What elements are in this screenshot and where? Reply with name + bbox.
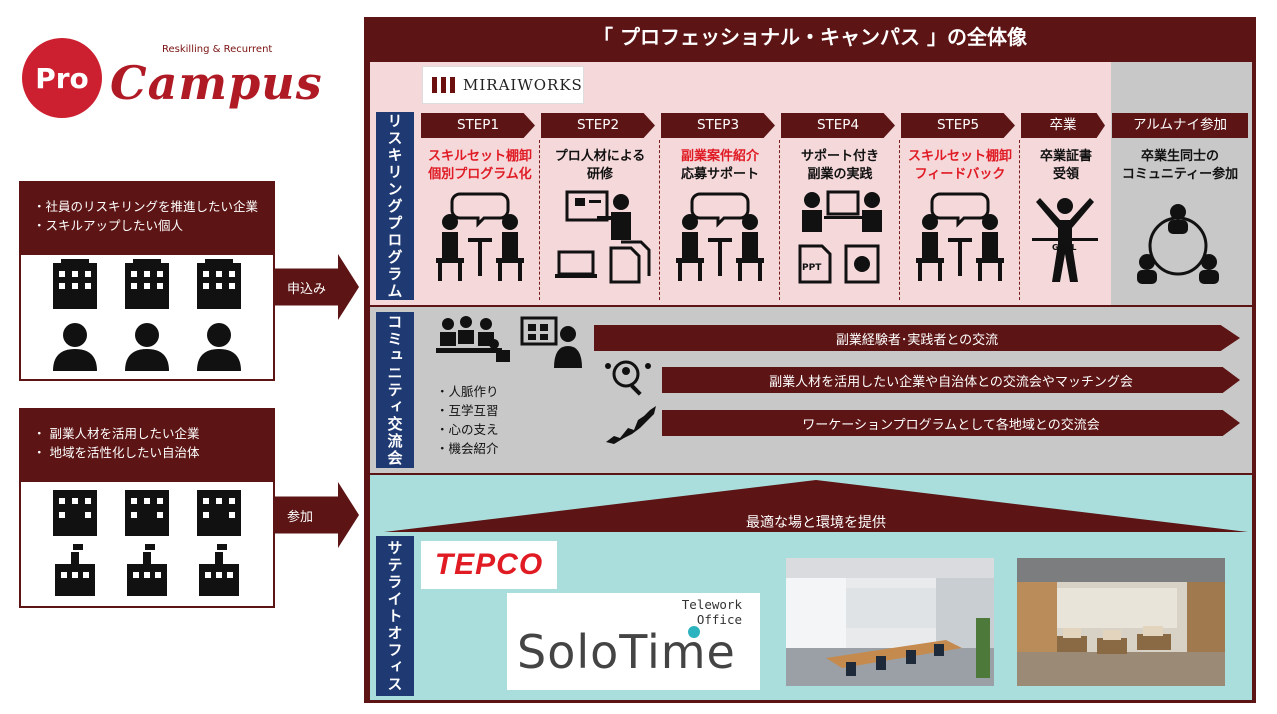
search-matching-icon bbox=[605, 360, 656, 444]
person-icon bbox=[197, 323, 241, 371]
company-municipality-icons bbox=[53, 490, 241, 596]
applicant-box: ・社員のリスキリングを推進したい企業 ・スキルアップしたい個人 bbox=[19, 181, 275, 381]
step-divider bbox=[779, 140, 780, 300]
online-meeting-icon bbox=[520, 316, 582, 368]
tepco-logo: TEPCO bbox=[421, 541, 557, 589]
reskilling-program-label: リスキリングプログラム bbox=[376, 112, 414, 300]
person-icon bbox=[53, 323, 97, 371]
consultation-icon bbox=[676, 192, 764, 281]
logo-wordmark: Campus bbox=[110, 56, 323, 110]
person-icon bbox=[125, 323, 169, 371]
participant-description: ・ 副業人材を活用したい企業 ・ 地域を活性化したい自治体 bbox=[21, 410, 273, 482]
step3-tab: STEP3 bbox=[661, 113, 775, 138]
procampus-logo-mark: Pro bbox=[22, 38, 102, 118]
alumni-community-icon bbox=[1137, 204, 1219, 284]
miraiworks-mark-icon bbox=[432, 77, 455, 93]
provision-banner-text: 最適な場と環境を提供 bbox=[746, 515, 886, 531]
step4-tab: STEP4 bbox=[781, 113, 895, 138]
goal-icon: GOAL bbox=[1032, 198, 1098, 282]
graduation-text: 卒業証書受領 bbox=[1039, 149, 1092, 182]
municipal-building-icon bbox=[55, 544, 95, 596]
step3-text: 副業案件紹介応募サポート bbox=[680, 149, 759, 182]
miraiworks-logo: MIRAIWORKS bbox=[422, 66, 584, 104]
step1-text: スキルセット棚卸個別プログラム化 bbox=[427, 149, 532, 182]
step1-tab: STEP1 bbox=[421, 113, 535, 138]
applicant-description: ・社員のリスキリングを推進したい企業 ・スキルアップしたい個人 bbox=[21, 183, 273, 255]
step5-text: スキルセット棚卸フィードバック bbox=[907, 149, 1012, 182]
practice-work-icon: PPT bbox=[798, 190, 882, 284]
community-band-workation: ワーケーションプログラムとして各地域との交流会 bbox=[662, 410, 1240, 436]
meeting-icon bbox=[436, 192, 524, 281]
alumni-text: 卒業生同士のコミュニティー参加 bbox=[1121, 149, 1239, 182]
alumni-tab: アルムナイ参加 bbox=[1112, 113, 1248, 138]
group-meeting-icon bbox=[436, 316, 510, 362]
company-person-icons bbox=[53, 259, 241, 371]
step-divider bbox=[539, 140, 540, 300]
step-divider bbox=[1019, 140, 1020, 300]
step5-tab: STEP5 bbox=[901, 113, 1015, 138]
community-band-practitioners: 副業経験者･実践者との交流 bbox=[594, 325, 1240, 351]
apply-arrow: 申込み bbox=[275, 254, 359, 320]
community-exchange-label: コミュニティ交流会 bbox=[376, 312, 414, 468]
participate-arrow: 参加 bbox=[275, 482, 359, 548]
solotime-dot-icon bbox=[688, 626, 700, 638]
office-photo-2 bbox=[1017, 558, 1225, 686]
step2-tab: STEP2 bbox=[541, 113, 655, 138]
step4-text: サポート付き副業の実践 bbox=[800, 149, 879, 182]
graduation-tab: 卒業 bbox=[1021, 113, 1105, 138]
svg-text:GOAL: GOAL bbox=[1052, 243, 1076, 252]
municipal-building-icon bbox=[127, 544, 167, 596]
page-title: 「 プロフェッショナル・キャンパス 」の全体像 bbox=[593, 25, 1027, 49]
logo-tagline: Reskilling & Recurrent bbox=[162, 44, 273, 55]
participant-box: ・ 副業人材を活用したい企業 ・ 地域を活性化したい自治体 bbox=[19, 408, 275, 608]
community-band-matching: 副業人材を活用したい企業や自治体との交流会やマッチング会 bbox=[662, 367, 1240, 393]
community-benefits: ・人脈作り ・互学互習 ・心の支え ・機会紹介 bbox=[436, 384, 499, 456]
step2-text: プロ人材による研修 bbox=[554, 149, 646, 182]
municipal-building-icon bbox=[199, 544, 239, 596]
provision-banner bbox=[384, 480, 1248, 532]
step-divider bbox=[659, 140, 660, 300]
svg-text:PPT: PPT bbox=[802, 263, 822, 273]
satellite-office-label: サテライトオフィス bbox=[376, 536, 414, 696]
office-photo-1 bbox=[786, 558, 994, 686]
feedback-icon bbox=[916, 192, 1004, 281]
alumni-section bbox=[1111, 62, 1252, 305]
training-icon bbox=[555, 190, 651, 284]
step-divider bbox=[899, 140, 900, 300]
